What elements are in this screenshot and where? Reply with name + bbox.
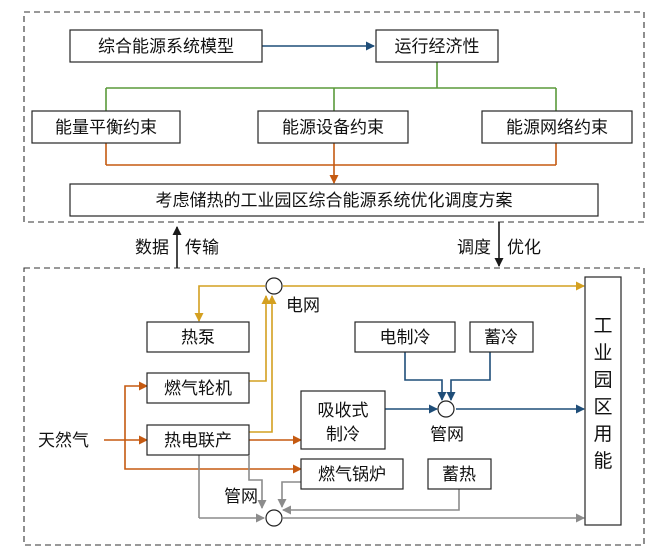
electric-cooling-box bbox=[354, 321, 456, 353]
gas-turbine-box bbox=[146, 372, 250, 404]
gas-boiler-box bbox=[300, 458, 404, 490]
energy-balance-box bbox=[31, 110, 181, 144]
load-char-1: 工 bbox=[593, 315, 612, 337]
cold-storage-box bbox=[469, 321, 534, 353]
grid-to-heatpump-line bbox=[194, 285, 265, 322]
cold-storage-to-pipe-line bbox=[446, 352, 491, 401]
load-char-5: 用 bbox=[593, 423, 612, 445]
load-char-4: 区 bbox=[593, 396, 612, 418]
gas-to-turbine-line bbox=[124, 381, 148, 440]
boiler-heat-line bbox=[277, 481, 301, 508]
dispatch-label: 调度 bbox=[457, 238, 491, 258]
load-char-3: 园 bbox=[593, 369, 612, 391]
heat-pump-box bbox=[146, 321, 250, 353]
economy-label: 运行经济性 bbox=[395, 37, 480, 57]
load-char-2: 业 bbox=[593, 342, 612, 364]
economy-box bbox=[375, 29, 499, 63]
scheme-label: 考虑储热的工业园区综合能源系统优化调度方案 bbox=[156, 191, 513, 211]
chp-box bbox=[146, 424, 250, 456]
bottom-frame bbox=[23, 267, 645, 546]
transfer-label: 传输 bbox=[185, 238, 219, 258]
heat-pipe-node bbox=[265, 509, 283, 527]
electric-cooling-to-pipe-line bbox=[404, 352, 447, 401]
industrial-load-box bbox=[584, 276, 622, 526]
heat-storage-label: 蓄热 bbox=[442, 465, 476, 485]
data-label: 数据 bbox=[135, 238, 169, 258]
equipment-constraint-label: 能源设备约束 bbox=[282, 118, 384, 138]
model-box bbox=[69, 29, 263, 63]
cold-pipe-label: 管网 bbox=[430, 425, 464, 445]
cold-storage-label: 蓄冷 bbox=[484, 328, 518, 348]
energy-balance-label: 能量平衡约束 bbox=[55, 118, 157, 138]
heat-storage-line bbox=[282, 489, 460, 515]
gas-to-boiler-line bbox=[124, 440, 302, 474]
absorption-label-line1: 吸收式 bbox=[318, 401, 369, 421]
grid-node bbox=[265, 277, 283, 295]
gas-boiler-label: 燃气锅炉 bbox=[318, 465, 386, 485]
scheme-box bbox=[69, 183, 599, 217]
heat-storage-box bbox=[427, 458, 492, 490]
gas-turbine-label: 燃气轮机 bbox=[164, 379, 232, 399]
heat-pump-label: 热泵 bbox=[181, 328, 215, 348]
cold-pipe-node bbox=[437, 400, 455, 418]
optimize-label: 优化 bbox=[507, 238, 541, 258]
absorption-chiller-box bbox=[300, 390, 386, 450]
natural-gas-label: 天然气 bbox=[38, 431, 89, 451]
absorption-label-line2: 制冷 bbox=[326, 425, 360, 445]
chp-heat-line bbox=[248, 456, 267, 509]
top-frame bbox=[23, 11, 645, 223]
grid-label: 电网 bbox=[286, 296, 320, 316]
model-label: 综合能源系统模型 bbox=[98, 37, 234, 57]
equipment-constraint-box bbox=[257, 110, 409, 144]
turbine-to-grid-line bbox=[249, 295, 271, 382]
heat-pipe-label: 管网 bbox=[224, 487, 258, 507]
electric-cooling-label: 电制冷 bbox=[380, 328, 431, 348]
chp-to-grid-line bbox=[249, 295, 277, 433]
network-constraint-box bbox=[481, 110, 633, 144]
load-char-6: 能 bbox=[593, 450, 612, 472]
chp-label: 热电联产 bbox=[164, 431, 232, 451]
network-constraint-label: 能源网络约束 bbox=[506, 118, 608, 138]
